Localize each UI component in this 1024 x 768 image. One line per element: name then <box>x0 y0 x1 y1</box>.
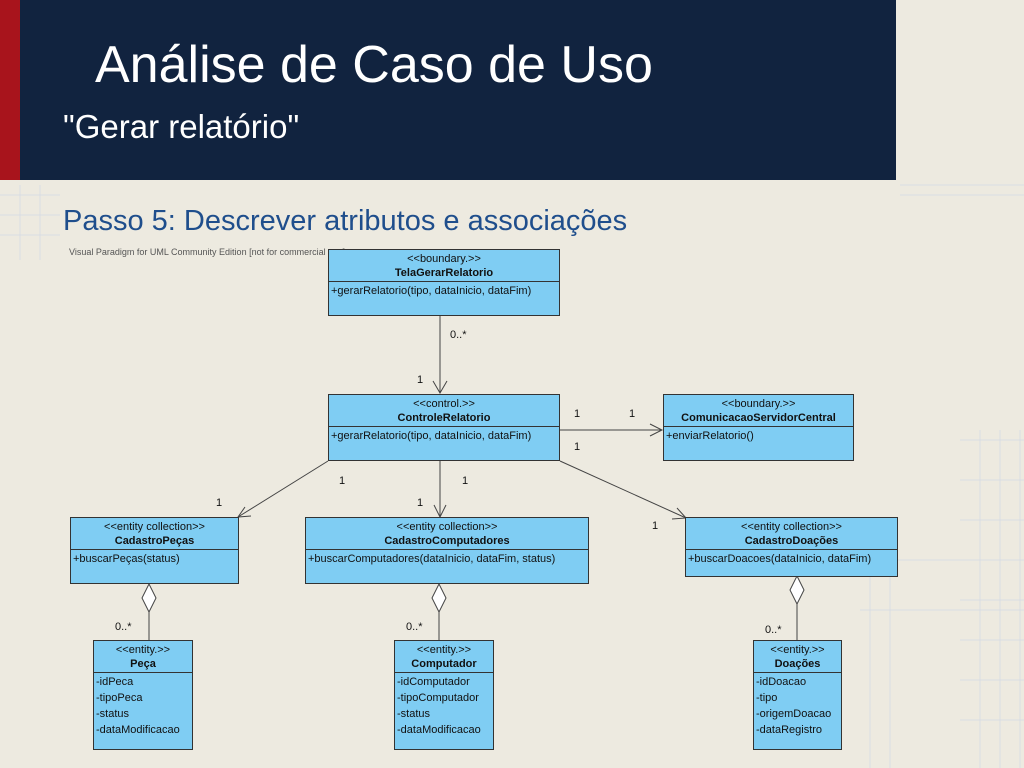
multiplicity-label: 1 <box>216 497 223 509</box>
operation: +gerarRelatorio(tipo, dataInicio, dataFi… <box>331 285 532 297</box>
attribute: -dataRegistro <box>756 724 823 736</box>
class-name: CadastroPeças <box>114 535 195 547</box>
attribute: -tipo <box>756 692 778 704</box>
assoc-controle-caddoac <box>559 460 687 519</box>
aggregation-diamond-doac <box>789 574 805 606</box>
attribute: -status <box>96 708 130 720</box>
class-header: <<control.>> ControleRelatorio <box>329 395 559 427</box>
arrowhead-comunicacao <box>649 423 664 437</box>
class-name: Doações <box>774 658 821 670</box>
class-cadastro-pecas[interactable]: <<entity collection>> CadastroPeças +bus… <box>70 517 239 584</box>
multiplicity-label: 0..* <box>406 621 423 633</box>
multiplicity-label: 1 <box>462 475 469 487</box>
multiplicity-label: 1 <box>417 497 424 509</box>
multiplicity-label: 1 <box>629 408 636 420</box>
class-header: <<entity collection>> CadastroPeças <box>71 518 238 550</box>
class-name: ControleRelatorio <box>397 412 491 424</box>
class-header: <<boundary.>> ComunicacaoServidorCentral <box>664 395 853 427</box>
multiplicity-label: 1 <box>339 475 346 487</box>
attribute: -tipoPeca <box>96 692 143 704</box>
class-comunicacao-servidor-central[interactable]: <<boundary.>> ComunicacaoServidorCentral… <box>663 394 854 461</box>
aggregation-diamond-pecas <box>141 582 157 614</box>
class-name: Computador <box>411 658 477 670</box>
class-name: ComunicacaoServidorCentral <box>681 412 836 424</box>
attribute: -dataModificacao <box>96 724 180 736</box>
assoc-controle-cadpecas <box>237 460 329 518</box>
class-header: <<entity.>> Peça <box>94 641 192 673</box>
operation: +buscarPeças(status) <box>73 553 180 565</box>
slide-subtitle: "Gerar relatório" <box>63 108 300 145</box>
class-header: <<entity collection>> CadastroDoações <box>686 518 897 550</box>
attribute: -dataModificacao <box>397 724 481 736</box>
attribute: -idPeca <box>96 676 134 688</box>
class-name: Peça <box>130 658 156 670</box>
attribute: -status <box>397 708 431 720</box>
multiplicity-label: 1 <box>574 408 581 420</box>
class-header: <<entity.>> Doações <box>754 641 841 673</box>
operation: +gerarRelatorio(tipo, dataInicio, dataFi… <box>331 430 532 442</box>
multiplicity-label: 1 <box>652 520 659 532</box>
class-tela-gerar-relatorio[interactable]: <<boundary.>> TelaGerarRelatorio +gerarR… <box>328 249 560 316</box>
class-name: CadastroDoações <box>744 535 839 547</box>
stereotype-label: <<entity collection>> <box>741 521 842 533</box>
multiplicity-label: 1 <box>417 374 424 386</box>
attribute: -idDoacao <box>756 676 807 688</box>
class-peca[interactable]: <<entity.>> Peça -idPeca -tipoPeca -stat… <box>93 640 193 750</box>
class-computador[interactable]: <<entity.>> Computador -idComputador -ti… <box>394 640 494 750</box>
class-name: CadastroComputadores <box>384 535 510 547</box>
aggregation-diamond-comp <box>431 582 447 614</box>
multiplicity-label: 1 <box>574 441 581 453</box>
header-banner <box>20 0 896 180</box>
header-accent-bar <box>0 0 20 180</box>
multiplicity-label: 0..* <box>115 621 132 633</box>
stereotype-label: <<boundary.>> <box>721 398 796 410</box>
stereotype-label: <<entity.>> <box>770 644 825 656</box>
operation: +buscarComputadores(dataInicio, dataFim,… <box>308 553 556 565</box>
attribute: -tipoComputador <box>397 692 479 704</box>
class-header: <<entity.>> Computador <box>395 641 493 673</box>
class-doacoes[interactable]: <<entity.>> Doações -idDoacao -tipo -ori… <box>753 640 842 750</box>
watermark-text: Visual Paradigm for UML Community Editio… <box>69 247 346 257</box>
class-cadastro-computadores[interactable]: <<entity collection>> CadastroComputador… <box>305 517 589 584</box>
stereotype-label: <<control.>> <box>413 398 475 410</box>
stereotype-label: <<entity collection>> <box>104 521 205 533</box>
arrowhead-controle <box>432 380 448 394</box>
step-heading: Passo 5: Descrever atributos e associaçõ… <box>63 205 628 237</box>
slide-title: Análise de Caso de Uso <box>95 36 653 94</box>
class-controle-relatorio[interactable]: <<control.>> ControleRelatorio +gerarRel… <box>328 394 560 461</box>
operation: +enviarRelatorio() <box>666 430 754 442</box>
attribute: -origemDoacao <box>756 708 832 720</box>
class-name: TelaGerarRelatorio <box>394 267 494 279</box>
class-header: <<entity collection>> CadastroComputador… <box>306 518 588 550</box>
operation: +buscarDoacoes(dataInicio, dataFim) <box>688 553 872 565</box>
attribute: -idComputador <box>397 676 470 688</box>
multiplicity-label: 0..* <box>450 329 467 341</box>
class-header: <<boundary.>> TelaGerarRelatorio <box>329 250 559 282</box>
stereotype-label: <<entity.>> <box>115 644 171 656</box>
multiplicity-label: 0..* <box>765 624 782 636</box>
stereotype-label: <<entity.>> <box>416 644 472 656</box>
stereotype-label: <<boundary.>> <box>407 253 481 265</box>
stereotype-label: <<entity collection>> <box>396 521 498 533</box>
class-cadastro-doacoes[interactable]: <<entity collection>> CadastroDoações +b… <box>685 517 898 577</box>
